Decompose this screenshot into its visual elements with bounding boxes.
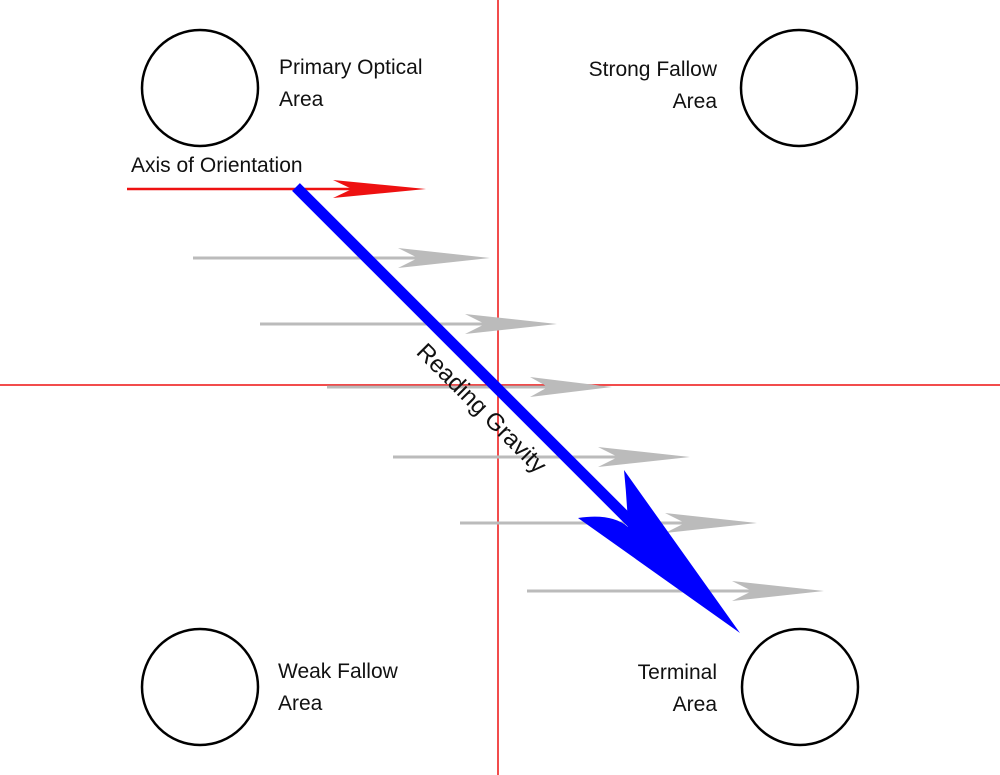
axis-of-orientation-arrow [127,180,426,198]
label-line: Strong Fallow [588,58,717,81]
terminal-area-label: Terminal Area [517,657,717,721]
label-line: Weak Fallow [278,660,398,683]
label-line: Area [279,88,324,111]
axis-of-orientation-label: Axis of Orientation [131,154,303,177]
scan-arrow [527,581,824,601]
terminal-area-circle [740,627,860,747]
label-line: Terminal [637,661,717,684]
primary-optical-area-circle [140,28,260,148]
label-line: Primary Optical [279,56,423,79]
label-line: Area [278,692,323,715]
weak-fallow-area-circle [140,627,260,747]
weak-fallow-area-label: Weak Fallow Area [278,656,478,720]
label-line: Area [672,693,717,716]
strong-fallow-area-circle [739,28,859,148]
scan-arrow [260,314,557,334]
strong-fallow-area-label: Strong Fallow Area [517,54,717,118]
reading-gravity-arrow [292,183,740,633]
scan-arrow [327,377,612,397]
scan-arrow [193,248,490,268]
scan-arrows [193,248,824,601]
label-line: Area [672,90,717,113]
scan-arrow [393,447,690,467]
primary-optical-area-label: Primary Optical Area [279,52,479,116]
